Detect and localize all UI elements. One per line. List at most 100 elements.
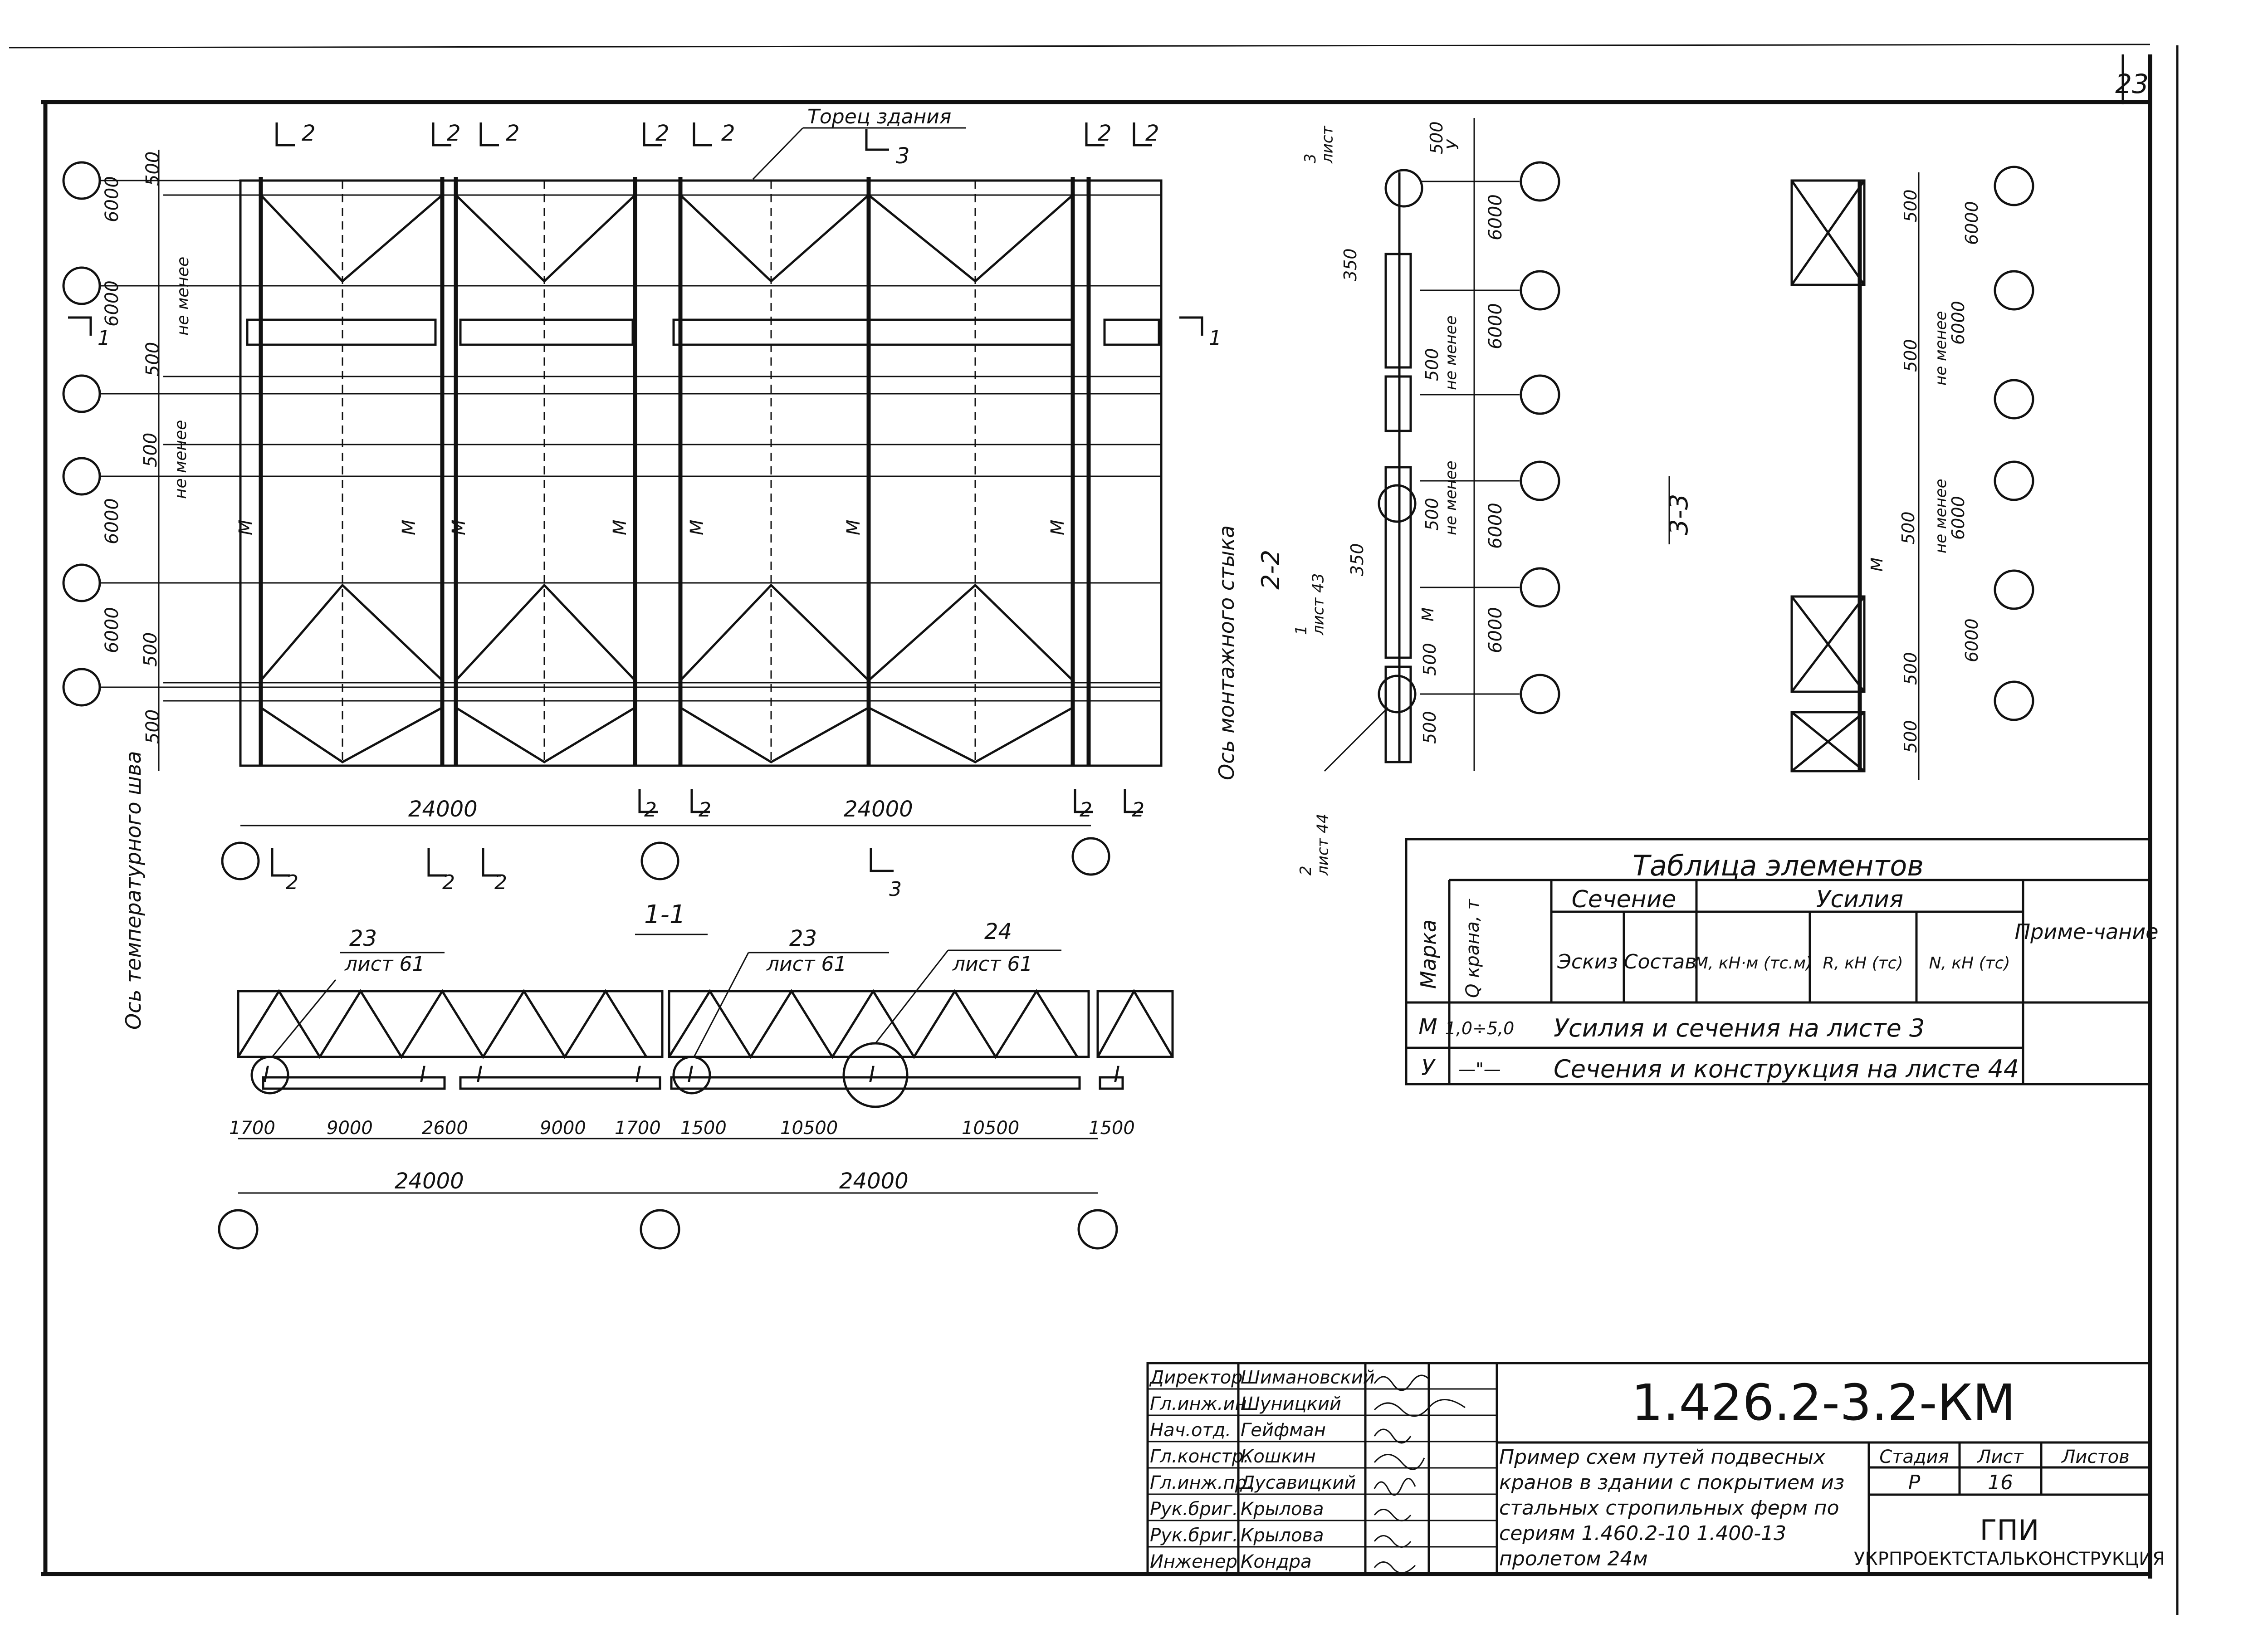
section-2-2: 2-2 6000 6000 6000 6000 500 — [1256, 118, 1560, 876]
svg-text:23: 23 — [789, 926, 817, 951]
section-1-1-title: 1-1 — [644, 900, 685, 929]
svg-text:Гл.инж.ин: Гл.инж.ин — [1150, 1393, 1247, 1414]
svg-text:6000: 6000 — [102, 607, 122, 653]
svg-text:3: 3 — [889, 878, 902, 901]
svg-text:6000: 6000 — [102, 498, 122, 544]
plan-span-left: 24000 — [408, 797, 478, 822]
plan-span-right: 24000 — [844, 797, 913, 822]
temperature-joint-axis-label: Ось температурного шва — [121, 751, 146, 1030]
svg-text:500: 500 — [1422, 348, 1442, 381]
sheet-frame — [9, 44, 2179, 1615]
handwritten-signatures — [1374, 1374, 1466, 1574]
svg-text:6000: 6000 — [1485, 303, 1506, 349]
svg-text:Директор: Директор — [1149, 1367, 1243, 1388]
svg-text:500: 500 — [140, 632, 161, 667]
svg-text:2: 2 — [1098, 121, 1112, 146]
svg-text:2600: 2600 — [422, 1118, 468, 1139]
svg-text:500: 500 — [1898, 511, 1918, 544]
svg-text:1500: 1500 — [1089, 1118, 1135, 1139]
svg-text:Усилия и сечения на листе 3: Усилия и сечения на листе 3 — [1554, 1014, 1925, 1042]
org-logo: ГПИ — [1980, 1514, 2039, 1547]
end-of-building-label: Торец здания — [807, 105, 951, 128]
svg-text:М: М — [610, 519, 631, 535]
svg-text:350: 350 — [1340, 248, 1360, 281]
svg-text:10500: 10500 — [780, 1118, 838, 1139]
svg-text:не менее: не менее — [171, 420, 190, 499]
svg-text:I: I — [869, 1062, 875, 1087]
svg-text:2: 2 — [302, 121, 316, 146]
svg-text:Стадия: Стадия — [1879, 1447, 1949, 1467]
svg-text:I: I — [263, 1062, 269, 1087]
svg-text:500: 500 — [142, 709, 163, 744]
table-row: У —"— Сечения и конструкция на листе 44 — [1421, 1055, 2019, 1083]
member-marks-plan: М М М М М М М — [235, 519, 1068, 535]
document-code: 1.426.2-3.2-КМ — [1631, 1374, 2015, 1432]
left-dimension-chain: 6000 6000 500 500 не менее 500 не менее … — [102, 150, 192, 771]
svg-text:I: I — [476, 1062, 483, 1087]
svg-text:2: 2 — [494, 871, 507, 894]
svg-text:Листов: Листов — [2061, 1447, 2129, 1467]
svg-text:Гл.инж.пр.: Гл.инж.пр. — [1150, 1472, 1252, 1493]
svg-text:Шуницкий: Шуницкий — [1241, 1393, 1341, 1414]
svg-text:лист 61: лист 61 — [344, 953, 425, 976]
svg-text:6000: 6000 — [1948, 301, 1968, 345]
svg-text:500: 500 — [1420, 711, 1440, 744]
svg-text:2: 2 — [286, 871, 298, 894]
callout-sheet-43: 1лист 43 — [1292, 573, 1327, 636]
svg-text:6000: 6000 — [102, 280, 122, 327]
svg-text:У: У — [1444, 139, 1462, 150]
svg-text:Гейфман: Гейфман — [1241, 1420, 1326, 1441]
sheet-value: 16 — [1988, 1471, 2013, 1494]
svg-text:Q крана, т: Q крана, т — [1462, 899, 1483, 998]
svg-text:Дусавицкий: Дусавицкий — [1240, 1472, 1356, 1493]
svg-text:не менее: не менее — [1442, 315, 1460, 390]
svg-text:Инженер: Инженер — [1150, 1551, 1237, 1572]
section-1-1: 1-1 I I I I I I I 23 — [218, 900, 1174, 1250]
svg-text:1700: 1700 — [615, 1118, 661, 1139]
organization-name: УКРПРОЕКТСТАЛЬКОНСТРУКЦИЯ — [1854, 1549, 2165, 1569]
elements-table: Таблица элементов Марка Q крана, т Сечен… — [1405, 838, 2158, 1085]
assembly-joint-axis-label: Ось монтажного стыка — [1214, 525, 1239, 780]
svg-text:У: У — [1421, 1055, 1436, 1081]
detail-circle-1 — [1378, 484, 1417, 523]
svg-text:500: 500 — [142, 152, 163, 186]
table-row: М 1,0÷5,0 Усилия и сечения на листе 3 — [1418, 1014, 1925, 1042]
axis-bubbles-2-2 — [1520, 161, 1560, 714]
svg-text:Марка: Марка — [1416, 919, 1441, 989]
svg-text:1700: 1700 — [229, 1118, 275, 1139]
svg-text:2: 2 — [447, 121, 461, 146]
svg-text:24: 24 — [984, 919, 1012, 944]
svg-text:I: I — [1114, 1062, 1120, 1087]
detail-circle-2 — [1378, 675, 1417, 714]
svg-text:6000: 6000 — [1962, 618, 1982, 662]
svg-text:М: М — [399, 519, 420, 535]
title-block: Директор Шимановский Гл.инж.ин Шуницкий … — [1146, 1362, 2165, 1575]
svg-text:6000: 6000 — [102, 176, 122, 222]
svg-text:М: М — [1868, 557, 1887, 572]
svg-text:Шимановский: Шимановский — [1241, 1367, 1375, 1388]
svg-text:М: М — [1418, 1014, 1437, 1040]
svg-text:не менее: не менее — [1442, 460, 1460, 535]
svg-text:Рук.бриг.: Рук.бриг. — [1150, 1525, 1238, 1546]
svg-text:Лист: Лист — [1976, 1447, 2024, 1467]
section-1-1-dimensions: 1700 9000 2600 9000 1700 1500 10500 1050… — [229, 1118, 1135, 1194]
svg-text:2: 2 — [655, 121, 670, 146]
svg-text:лист 61: лист 61 — [952, 953, 1033, 976]
svg-text:9000: 9000 — [540, 1118, 586, 1139]
signatures-list: Директор Шимановский Гл.инж.ин Шуницкий … — [1149, 1367, 1375, 1572]
svg-text:24000: 24000 — [839, 1169, 909, 1194]
plan-view: 2 2 2 2 2 2 2 3 Торец здания 1 1 6000 60… — [62, 105, 1239, 1030]
svg-text:6000: 6000 — [1948, 496, 1968, 540]
svg-text:6000: 6000 — [1485, 194, 1506, 240]
svg-text:1500: 1500 — [680, 1118, 727, 1139]
svg-text:Гл.констр.: Гл.констр. — [1150, 1446, 1249, 1467]
svg-text:Кошкин: Кошкин — [1241, 1446, 1316, 1467]
svg-text:500: 500 — [142, 342, 163, 376]
svg-text:2: 2 — [721, 121, 735, 146]
svg-text:2: 2 — [1080, 798, 1092, 821]
svg-text:Состав: Состав — [1624, 950, 1696, 973]
svg-text:1,0÷5,0: 1,0÷5,0 — [1445, 1018, 1515, 1038]
svg-text:500: 500 — [1901, 339, 1921, 372]
svg-text:500: 500 — [1420, 643, 1440, 676]
